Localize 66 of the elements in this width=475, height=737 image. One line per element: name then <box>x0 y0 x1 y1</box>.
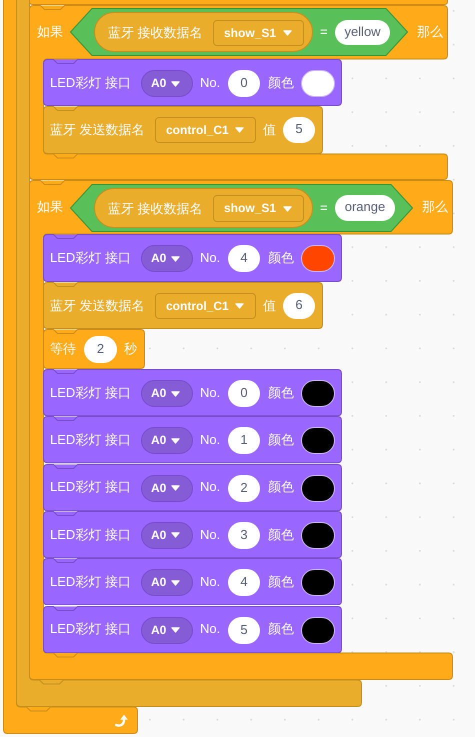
dropdown: A0 <box>141 427 193 454</box>
led-block <box>43 510 342 558</box>
block-label: LED彩灯 接口 <box>50 432 131 448</box>
block-label: LED彩灯 接口 <box>50 621 131 638</box>
reporter-block <box>94 188 313 228</box>
block-label: 值 <box>263 298 276 314</box>
block-label: 蓝牙 发送数据名 <box>50 298 145 314</box>
text-input: yellow <box>335 20 390 45</box>
dropdown: show_S1 <box>213 195 304 222</box>
block-label: LED彩灯 接口 <box>50 479 131 496</box>
block-label: No. <box>200 621 220 638</box>
block-label: 颜色 <box>268 574 294 590</box>
block-label: LED彩灯 接口 <box>50 250 131 266</box>
block-label: 如果 <box>37 24 63 40</box>
block-label: 颜色 <box>268 432 294 448</box>
block-label: No. <box>200 74 220 90</box>
wait-block <box>43 329 145 369</box>
dropdown: control_C1 <box>155 293 256 319</box>
block-label: LED彩灯 接口 <box>50 526 131 543</box>
block-label: LED彩灯 接口 <box>50 74 131 90</box>
text-input: orange <box>335 195 395 221</box>
dropdown: control_C1 <box>155 117 256 143</box>
block-label: 那么 <box>417 24 443 40</box>
equals-sign: = <box>320 200 328 216</box>
send-block <box>43 282 323 329</box>
block-label: 蓝牙 发送数据名 <box>50 122 145 138</box>
block-label: 蓝牙 接收数据名 <box>108 201 203 217</box>
led-block <box>43 234 342 282</box>
led-block <box>43 59 342 106</box>
block-label: 等待 <box>50 341 76 357</box>
dropdown: A0 <box>141 245 193 272</box>
dropdown: A0 <box>141 569 193 596</box>
block-label: 秒 <box>124 341 137 357</box>
block-label: 颜色 <box>268 384 294 401</box>
block-label: No. <box>200 526 220 543</box>
led-block <box>43 464 342 511</box>
send-block <box>43 106 323 154</box>
dropdown: A0 <box>141 70 193 97</box>
led-block <box>43 369 342 416</box>
block-label: 颜色 <box>268 526 294 543</box>
block-label: No. <box>200 384 220 401</box>
condition-hexagon <box>70 8 408 56</box>
block-label: 颜色 <box>268 621 294 638</box>
if-block <box>29 180 453 680</box>
block-label: No. <box>200 250 220 266</box>
block-label: No. <box>200 479 220 496</box>
led-block <box>43 558 342 606</box>
block-label: 值 <box>263 122 276 138</box>
equals-sign: = <box>320 24 328 40</box>
led-block <box>43 606 342 653</box>
block-label: 那么 <box>422 199 448 215</box>
dropdown: A0 <box>141 380 193 407</box>
block-label: 如果 <box>37 199 63 215</box>
reporter-block <box>94 12 313 52</box>
block-label: 蓝牙 接收数据名 <box>108 25 203 41</box>
block-label: 颜色 <box>268 74 294 90</box>
block-label: No. <box>200 574 220 590</box>
led-block <box>43 416 342 464</box>
block-label: LED彩灯 接口 <box>50 574 131 590</box>
block-label: LED彩灯 接口 <box>50 384 131 401</box>
block-label: 颜色 <box>268 479 294 496</box>
block-label: No. <box>200 432 220 448</box>
block-label: 颜色 <box>268 250 294 266</box>
stack-block <box>29 0 448 5</box>
dropdown: show_S1 <box>213 20 304 46</box>
condition-hexagon <box>70 184 413 232</box>
